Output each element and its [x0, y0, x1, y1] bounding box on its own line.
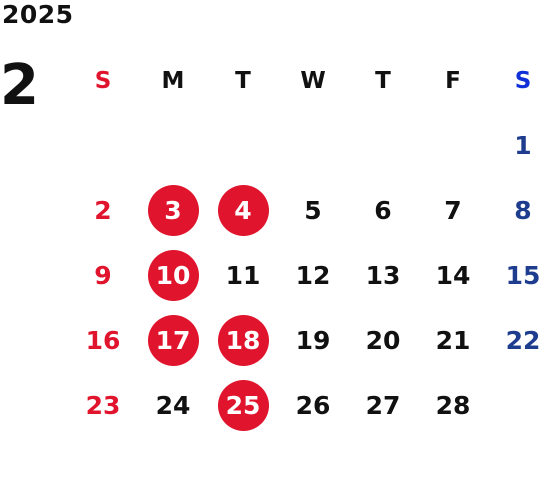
weekday-monday: M: [161, 67, 185, 94]
week-row: 9 10 11 12 13 14 15: [68, 243, 548, 308]
date-cell: 22: [505, 326, 541, 355]
highlighted-date: 25: [217, 380, 269, 431]
highlighted-date: 17: [147, 315, 199, 366]
highlighted-date: 18: [217, 315, 269, 366]
date-cell: 9: [94, 261, 112, 290]
date-cell: 11: [225, 261, 261, 290]
date-cell: 20: [365, 326, 401, 355]
empty-date-cell: [278, 113, 348, 178]
date-cell: 4: [208, 178, 278, 243]
empty-date-cell: [68, 113, 138, 178]
date-cell: 3: [138, 178, 208, 243]
date-cell: 24: [155, 391, 191, 420]
date-cell: 6: [374, 196, 392, 225]
date-cell: 23: [85, 391, 121, 420]
date-cell: 2: [94, 196, 112, 225]
empty-date-cell: [348, 113, 418, 178]
empty-date-cell: [488, 373, 548, 438]
date-cell: 10: [138, 243, 208, 308]
weekday-friday: F: [445, 67, 461, 94]
weekday-saturday: S: [514, 67, 532, 94]
weekday-wednesday: W: [300, 67, 326, 94]
highlighted-date: 10: [147, 250, 199, 301]
year-label: 2025: [2, 0, 74, 29]
week-row: 16 17 18 19 20 21 22: [68, 308, 548, 373]
date-cell: 19: [295, 326, 331, 355]
weekday-tuesday: T: [235, 67, 251, 94]
date-cell: 5: [304, 196, 322, 225]
date-cell: 17: [138, 308, 208, 373]
date-cell: 13: [365, 261, 401, 290]
weekday-sunday: S: [94, 67, 112, 94]
date-cell: 25: [208, 373, 278, 438]
empty-date-cell: [418, 113, 488, 178]
date-cell: 12: [295, 261, 331, 290]
empty-date-cell: [208, 113, 278, 178]
empty-date-cell: [138, 113, 208, 178]
week-row: 1: [68, 113, 548, 178]
month-number: 2: [0, 53, 39, 118]
date-cell: 18: [208, 308, 278, 373]
date-cell: 27: [365, 391, 401, 420]
highlighted-date: 3: [147, 185, 199, 236]
date-cell: 7: [444, 196, 462, 225]
date-cell: 28: [435, 391, 471, 420]
highlighted-date: 4: [217, 185, 269, 236]
date-cell: 15: [505, 261, 541, 290]
date-cell: 26: [295, 391, 331, 420]
date-cell: 8: [514, 196, 532, 225]
week-row: 23 24 25 26 27 28: [68, 373, 548, 438]
date-cell: 14: [435, 261, 471, 290]
date-cell: 21: [435, 326, 471, 355]
date-cell: 16: [85, 326, 121, 355]
date-cell: 1: [514, 131, 532, 160]
weekday-header-row: S M T W T F S: [68, 48, 548, 113]
weekday-thursday: T: [375, 67, 391, 94]
